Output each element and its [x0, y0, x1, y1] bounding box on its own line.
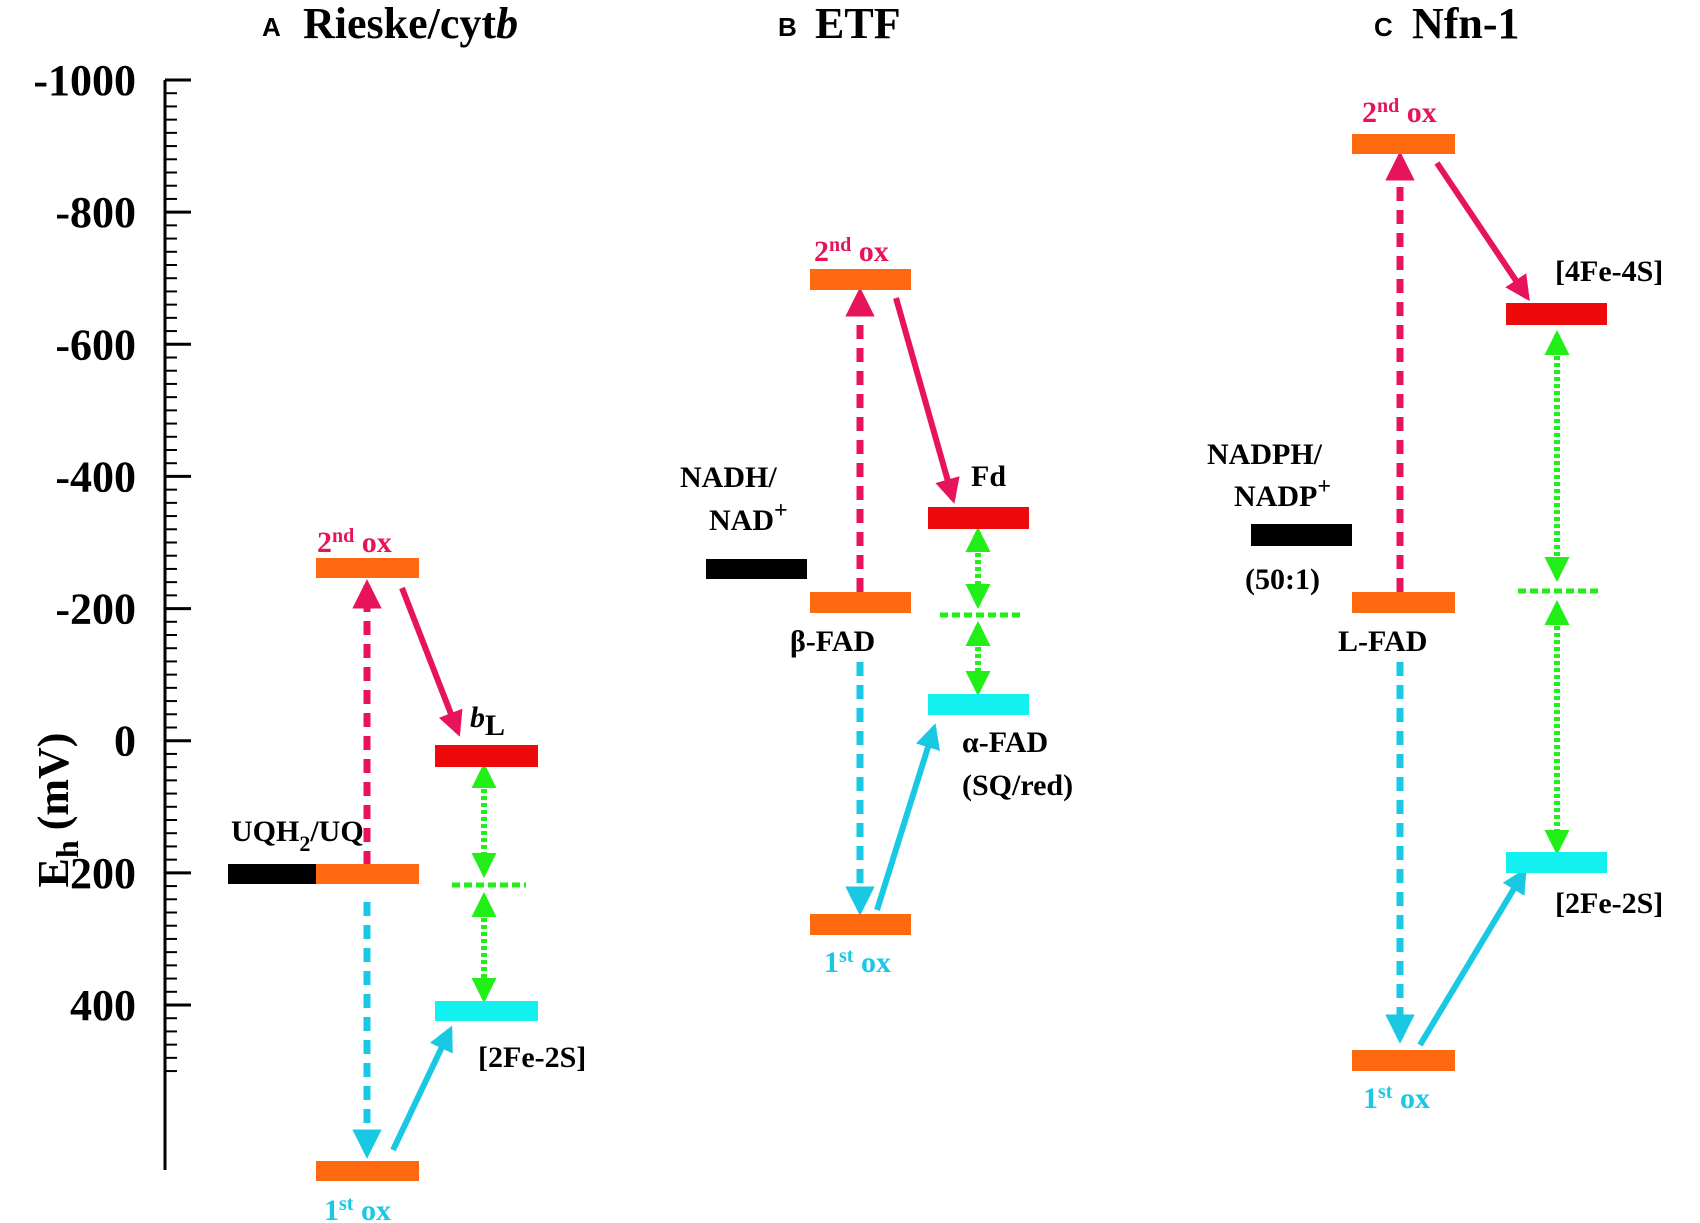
c-ox1-to-fes2-arrow [1417, 867, 1527, 1047]
b-ox2-bar [810, 269, 911, 290]
c-fes4-label: [4Fe-4S] [1555, 255, 1663, 288]
c-couple-label-line2: NADP+ [1234, 474, 1331, 513]
svg-text:A: A [262, 12, 281, 42]
b-couple-bar [706, 559, 807, 579]
svg-text:B: B [778, 12, 797, 42]
b-afad-bar [928, 694, 1029, 715]
c-lfad-bar [1352, 592, 1455, 613]
svg-text:Rieske/cytb: Rieske/cytb [303, 0, 518, 48]
tick-label: -600 [55, 320, 136, 369]
potential-axis: -1000 -800 -600 -400 -200 0 200 400 [33, 56, 191, 1170]
b-ox2-to-fd-arrow [893, 297, 960, 504]
b-ox1-bar [810, 914, 911, 935]
c-ratio-label: (50:1) [1245, 563, 1320, 596]
b-fd-bar [928, 507, 1029, 529]
c-ox2-to-fes4-arrow [1434, 161, 1530, 302]
panel-c-title: C Nfn-1 [1374, 0, 1520, 48]
svg-text:Nfn-1: Nfn-1 [1412, 0, 1520, 48]
b-ox1-to-afad-arrow [874, 723, 940, 911]
a-fes-bar [435, 1001, 538, 1021]
c-fes2-label: [2Fe-2S] [1555, 887, 1663, 920]
b-couple-label-line2: NAD+ [709, 498, 788, 537]
svg-text:ETF: ETF [815, 0, 901, 48]
tick-label: -200 [55, 585, 136, 634]
c-fes4-bar [1506, 303, 1607, 325]
a-ox2-to-bl-arrow [399, 586, 463, 737]
svg-text:C: C [1374, 12, 1393, 42]
a-ubiquinone-bar [316, 864, 419, 884]
a-couple-bar [228, 864, 316, 884]
a-fes-label: [2Fe-2S] [478, 1041, 586, 1074]
panel-c: 2nd ox 1st ox NADPH/ NADP+ (50:1) L-FAD … [1207, 95, 1663, 1115]
c-ox2-bar [1352, 134, 1455, 154]
a-bl-label: bL [470, 701, 505, 742]
b-bfad-label: β-FAD [790, 625, 875, 658]
a-ox1-bar [316, 1161, 419, 1181]
c-fes2-bar [1506, 852, 1607, 873]
c-ox1-label: 1st ox [1363, 1081, 1430, 1115]
axis-title: Eh(mV) [29, 733, 85, 888]
b-afad-label-line2: (SQ/red) [962, 769, 1073, 802]
tick-label: 400 [70, 981, 136, 1030]
b-bfad-bar [810, 592, 911, 613]
c-ox2-label: 2nd ox [1362, 95, 1437, 129]
b-fd-label: Fd [971, 460, 1006, 493]
a-ox2-label: 2nd ox [317, 525, 392, 559]
c-couple-label-line1: NADPH/ [1207, 438, 1323, 471]
b-ox1-label: 1st ox [824, 945, 891, 979]
a-couple-label: UQH2/UQ [231, 815, 364, 856]
tick-label: 0 [114, 717, 136, 766]
tick-label: -400 [55, 452, 136, 501]
tick-label: -800 [55, 188, 136, 237]
c-lfad-label: L-FAD [1338, 625, 1427, 658]
a-ox2-bar [316, 558, 419, 578]
b-afad-label-line1: α-FAD [962, 726, 1048, 759]
panel-b: 2nd ox 1st ox NADH/ NAD+ β-FAD Fd α-FAD … [680, 234, 1073, 979]
b-couple-label-line1: NADH/ [680, 461, 777, 494]
a-ox1-to-fes-arrow [390, 1025, 453, 1152]
a-bl-bar [435, 745, 538, 767]
panel-a-title: A Rieske/cytb [262, 0, 518, 48]
panel-b-title: B ETF [778, 0, 901, 48]
panel-a: 2nd ox 1st ox UQH2/UQ bL [2Fe-2S] [228, 525, 586, 1223]
c-couple-bar [1251, 524, 1352, 546]
a-ox1-label: 1st ox [324, 1193, 391, 1223]
c-ox1-bar [1352, 1050, 1455, 1071]
b-ox2-label: 2nd ox [814, 234, 889, 268]
tick-label: -1000 [33, 56, 136, 105]
tick-label: 200 [70, 849, 136, 898]
